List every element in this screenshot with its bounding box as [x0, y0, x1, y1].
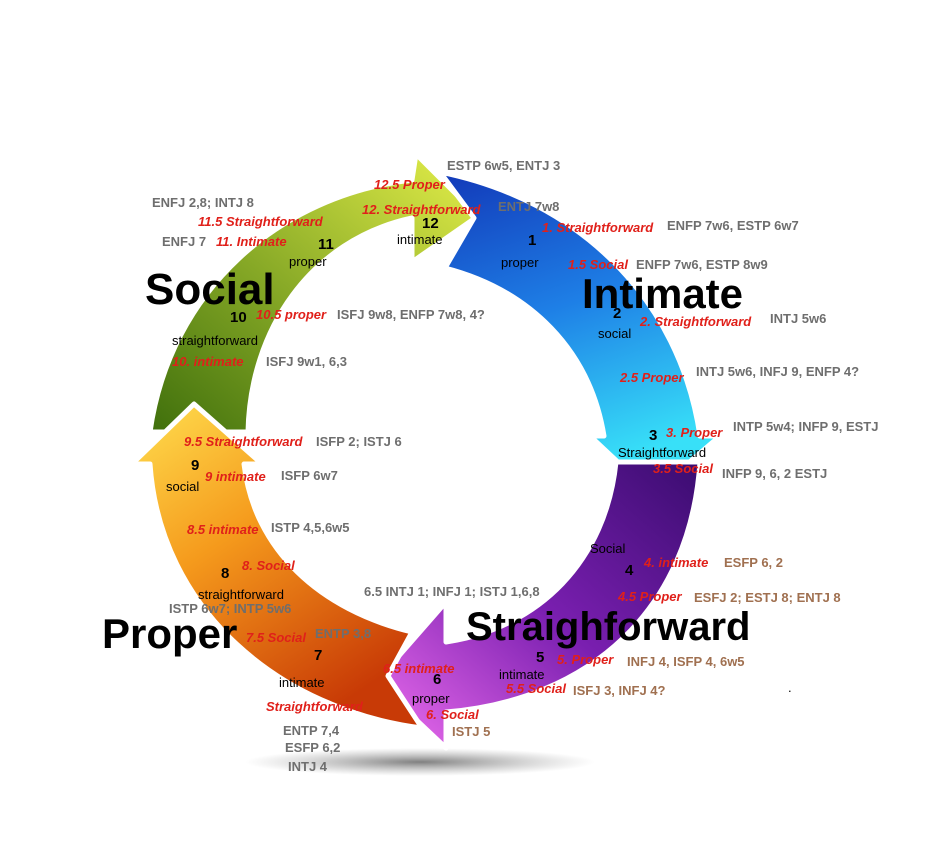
type-annotation: ESFP 6,2 — [285, 740, 340, 755]
transition-label: 10. intimate — [172, 354, 244, 369]
type-annotation: ENFJ 7 — [162, 234, 206, 249]
transition-label: 8. Social — [242, 558, 295, 573]
step-mode: intimate — [279, 675, 325, 690]
type-annotation: INTJ 5w6 — [770, 311, 826, 326]
transition-label: 8.5 intimate — [187, 522, 259, 537]
transition-label: 12. Straightforward — [362, 202, 482, 217]
transition-label: 1.5 Social — [568, 257, 628, 272]
transition-label: 10.5 proper — [256, 307, 327, 322]
type-annotation: ENTP 7,4 — [283, 723, 340, 738]
quadrant-label-intimate: Intimate — [582, 270, 743, 317]
transition-label: 6. Social — [426, 707, 479, 722]
type-annotation: ENTP 3,8 — [315, 626, 371, 641]
transition-label: 12.5 Proper — [374, 177, 446, 192]
transition-label: 5.5 Social — [506, 681, 566, 696]
transition-label: 1. Straightforward — [542, 220, 654, 235]
type-annotation: 6.5 INTJ 1; INFJ 1; ISTJ 1,6,8 — [364, 584, 540, 599]
step-number: 11 — [318, 236, 334, 253]
step-number: 9 — [191, 457, 199, 474]
type-annotation: INFP 9, 6, 2 ESTJ — [722, 466, 827, 481]
type-annotation: ISFJ 3, INFJ 4? — [573, 683, 666, 698]
step-mode: proper — [501, 255, 539, 270]
step-number: 12 — [422, 215, 439, 232]
step-number: 10 — [230, 309, 247, 326]
transition-label: 4.5 Proper — [617, 589, 683, 604]
type-annotation: INFJ 4, ISFP 4, 6w5 — [627, 654, 745, 669]
transition-label: 2.5 Proper — [619, 370, 685, 385]
type-annotation: ENFP 7w6, ESTP 8w9 — [636, 257, 768, 272]
type-annotation: ISFP 2; ISTJ 6 — [316, 434, 402, 449]
step-number: 2 — [613, 305, 621, 322]
step-number: 6 — [433, 671, 441, 688]
transition-label: 11.5 Straightforward — [198, 214, 324, 229]
straightforward-arrow — [373, 459, 703, 751]
type-annotation: ENFP 7w6, ESTP 6w7 — [667, 218, 799, 233]
step-number: 7 — [314, 647, 322, 664]
type-annotation: INTP 5w4; INFP 9, ESTJ — [733, 419, 878, 434]
step-mode: proper — [412, 691, 450, 706]
transition-label: 11. Intimate — [216, 234, 287, 249]
step-number: 3 — [649, 427, 657, 444]
transition-label: 7.5 Social — [246, 630, 306, 645]
quadrant-label-social: Social — [145, 265, 275, 314]
step-mode: intimate — [397, 232, 443, 247]
type-annotation: ESTP 6w5, ENTJ 3 — [447, 158, 560, 173]
quadrant-label-straightforward: Straighforward — [466, 605, 750, 649]
social-arrow — [147, 151, 481, 435]
step-number: 4 — [625, 562, 634, 579]
stray-dot: . — [788, 680, 792, 695]
transition-label: 2. Straightforward — [639, 314, 752, 329]
transition-label: 4. intimate — [643, 555, 708, 570]
type-annotation: ISFJ 9w8, ENFP 7w8, 4? — [337, 307, 485, 322]
type-annotation: ENFJ 2,8; INTJ 8 — [152, 195, 254, 210]
step-number: 5 — [536, 649, 544, 666]
transition-label: 6.5 intimate — [383, 661, 455, 676]
type-annotation: ISFJ 9w1, 6,3 — [266, 354, 347, 369]
step-number: 1 — [528, 232, 536, 249]
type-annotation: ISTP 4,5,6w5 — [271, 520, 350, 535]
proper-arrow — [129, 401, 425, 731]
type-annotation: ENTJ 7w8 — [498, 199, 559, 214]
transition-label: 9.5 Straightforward — [184, 434, 304, 449]
intimate-arrow — [437, 169, 723, 497]
step-mode: Social — [590, 541, 626, 556]
type-annotation: ISFP 6w7 — [281, 468, 338, 483]
type-annotation: INTJ 4 — [288, 759, 328, 774]
transition-label: 3.5 Social — [653, 461, 713, 476]
step-mode: social — [598, 326, 631, 341]
step-mode: social — [166, 479, 199, 494]
type-annotation: ISTP 6w7; INTP 5w6 — [169, 601, 291, 616]
ring-shadow — [245, 748, 595, 776]
transition-label: Straightforward — [266, 699, 364, 714]
step-number: 8 — [221, 565, 229, 582]
type-annotation: ESFJ 2; ESTJ 8; ENTJ 8 — [694, 590, 841, 605]
transition-label: 9 intimate — [205, 469, 266, 484]
step-mode: proper — [289, 254, 327, 269]
transition-label: 3. Proper — [666, 425, 723, 440]
step-mode: straightforward — [172, 333, 258, 348]
step-mode: straightforward — [198, 587, 284, 602]
type-annotation: ISTJ 5 — [452, 724, 490, 739]
step-mode: Straightforward — [618, 445, 706, 460]
transition-label: 5. Proper — [557, 652, 614, 667]
type-annotation: INTJ 5w6, INFJ 9, ENFP 4? — [696, 364, 859, 379]
type-annotation: ESFP 6, 2 — [724, 555, 783, 570]
step-mode: intimate — [499, 667, 545, 682]
quadrant-label-proper: Proper — [102, 610, 237, 657]
